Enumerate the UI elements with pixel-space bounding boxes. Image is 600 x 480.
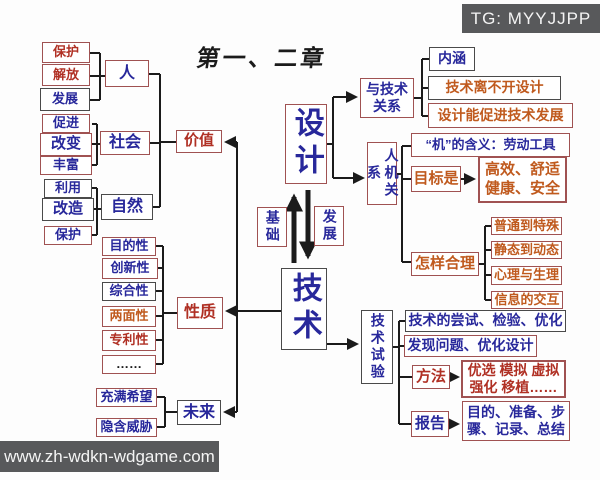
node-static-to-dynamic: 静态到动态 [491,241,562,259]
node-how-rational: 怎样合理 [411,252,479,276]
node-ordinary-to-special: 普通到特殊 [491,217,562,235]
node-human-machine: 人机关系 [366,142,400,205]
node-value: 价值 [176,130,222,153]
node-test-attempt: 技术的尝试、检验、优化 [405,310,566,332]
node-properties: 性质 [177,297,223,329]
node-method-list: 优选 模拟 虚拟 强化 移植…… [461,360,566,398]
node-tech-relation: 与技术 关系 [360,78,414,118]
chapter-title: 第一、二章 [194,46,329,71]
node-utilize: 利用 [44,179,92,198]
node-hidden-threat: 隐含威胁 [96,418,157,437]
node-connotation: 内涵 [429,47,475,71]
node-society: 社会 [100,131,150,155]
node-goal-is: 目标是 [411,166,461,192]
node-tech-test: 技术试验 [361,310,393,384]
node-tech-needs-design: 技术离不开设计 [428,76,561,100]
node-enrich: 丰富 [40,156,92,175]
node-machine-meaning: “机”的含义：劳动工具 [411,133,570,157]
node-transform: 改造 [42,198,94,221]
node-comprehensive: 综合性 [102,282,156,301]
watermark: www.zh-wdkn-wdgame.com [0,441,219,472]
node-goal-values: 高效、舒适 健康、安全 [478,156,567,203]
node-method: 方法 [412,365,450,389]
node-future: 未来 [177,400,221,425]
node-full-of-hope: 充满希望 [96,388,157,407]
node-nature: 自然 [101,194,153,220]
node-report-list: 目的、准备、步 骤、记录、总结 [462,401,570,441]
node-protect-nature: 保护 [44,226,92,245]
node-psych-physio: 心理与生理 [491,266,562,285]
node-foundation: 基础 [257,207,287,247]
tg-badge: TG: MYYJJPP [462,4,600,33]
node-ellipsis: …… [102,355,156,374]
node-development: 发展 [314,206,344,246]
node-technology: 技术 [281,268,327,350]
node-patent: 专利性 [102,330,156,351]
node-change: 改变 [40,133,92,156]
node-promote: 促进 [42,114,90,133]
node-protect-people: 保护 [42,42,90,63]
node-info-interaction: 信息的交互 [491,291,563,309]
node-purposeful: 目的性 [102,237,156,256]
node-innovative: 创新性 [102,258,158,279]
node-two-sided: 两面性 [102,306,156,327]
node-find-problems: 发现问题、优化设计 [404,335,537,357]
node-develop-people: 发展 [40,88,90,111]
node-design: 设计 [285,104,327,184]
node-liberate: 解放 [42,64,90,86]
node-report: 报告 [411,411,449,437]
node-people: 人 [105,60,149,87]
node-design-promotes-tech: 设计能促进技术发展 [428,103,573,128]
